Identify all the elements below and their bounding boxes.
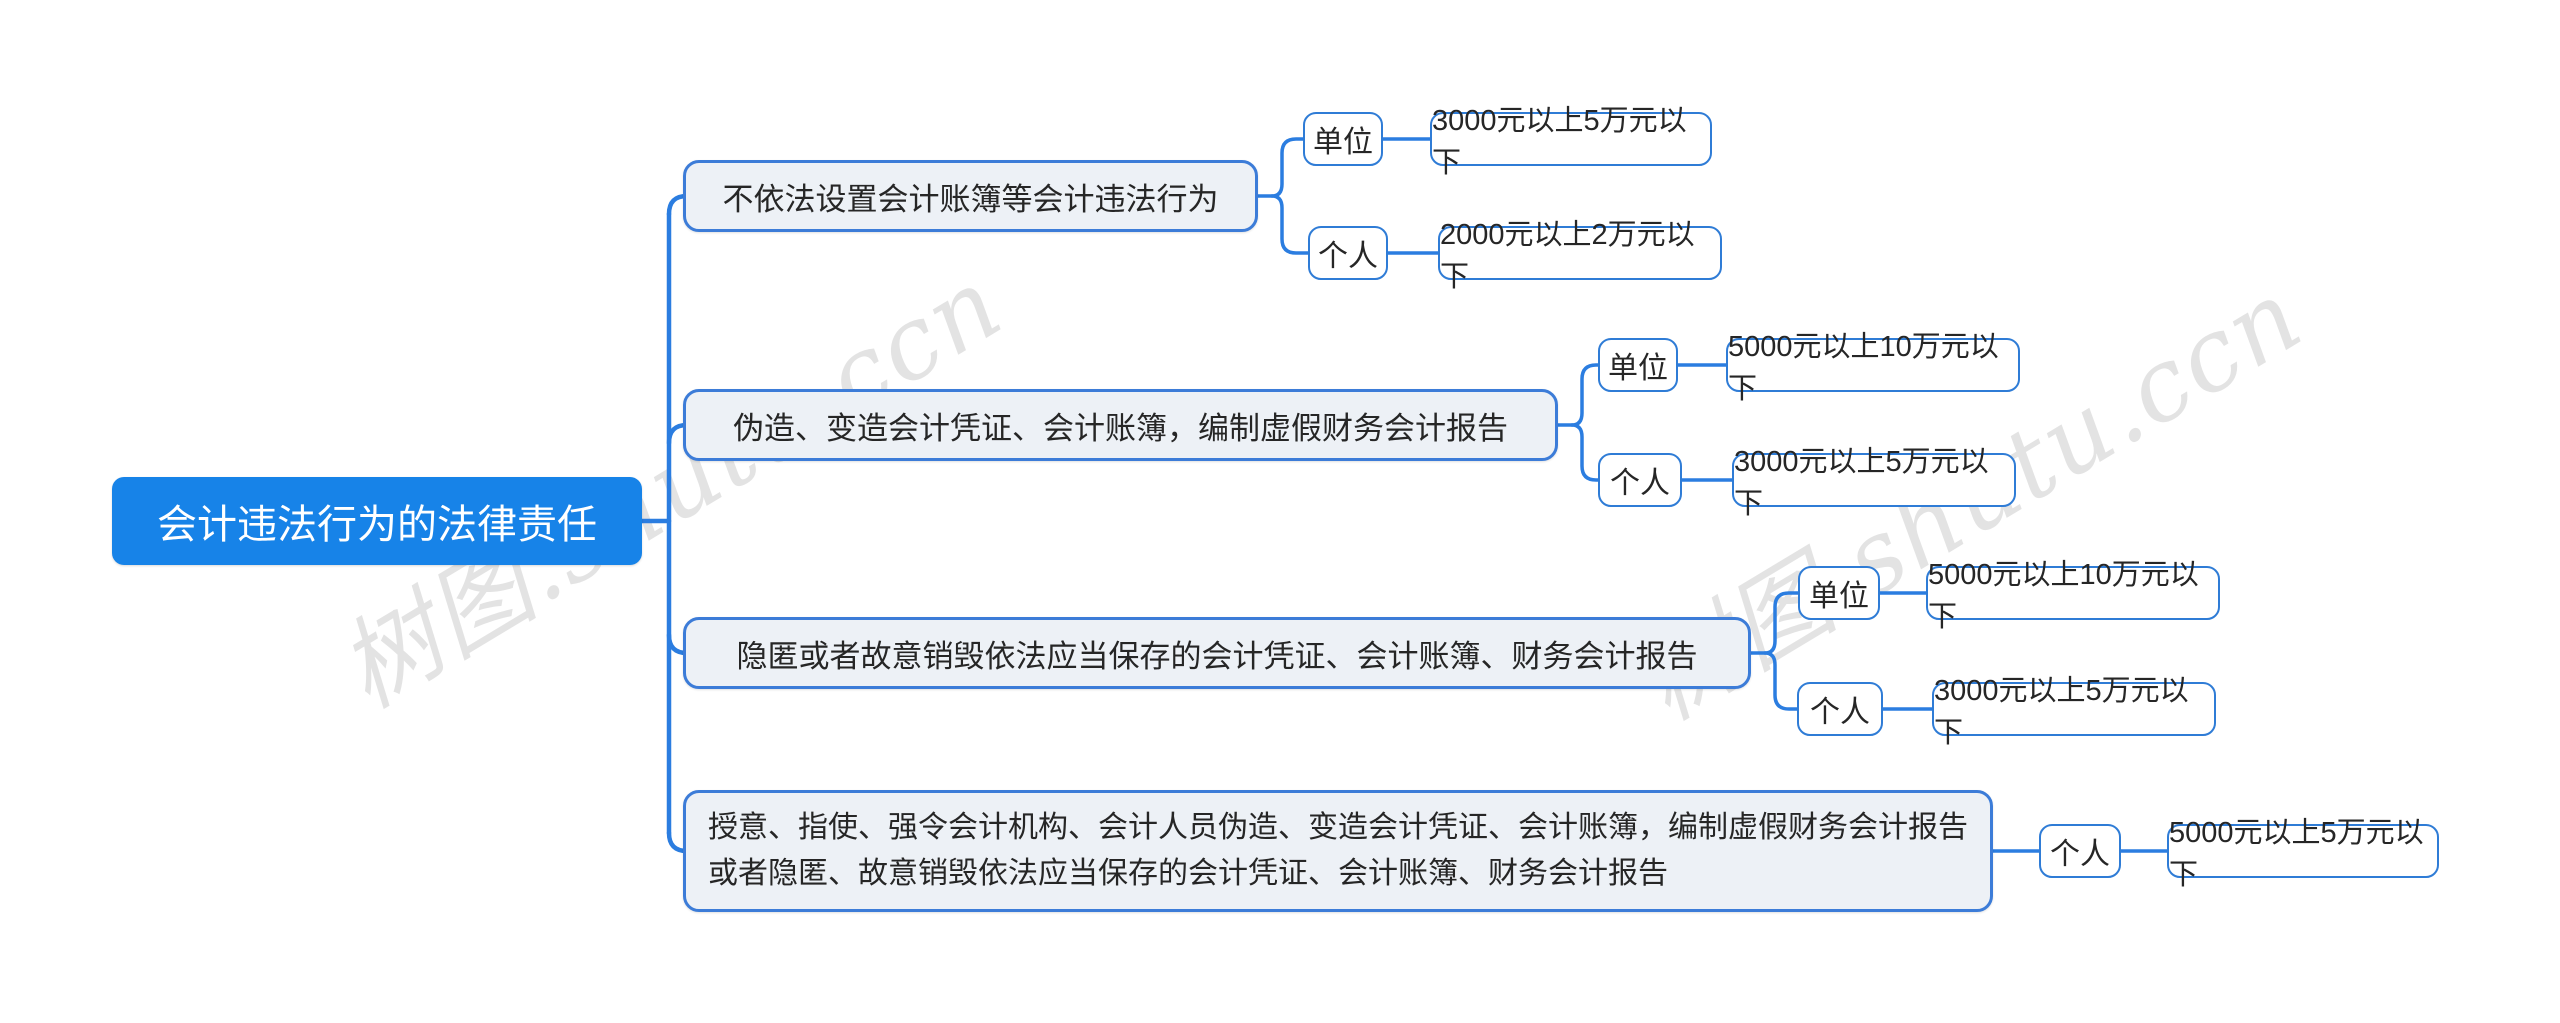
branch3-child1-line xyxy=(1749,591,1804,655)
branch1-subject-unit[interactable]: 单位 xyxy=(1303,112,1383,166)
branch3-subject-person[interactable]: 个人 xyxy=(1797,682,1883,736)
root-node[interactable]: 会计违法行为的法律责任 xyxy=(112,477,642,565)
branch1-penalty-unit[interactable]: 3000元以上5万元以下 xyxy=(1430,105,1712,179)
branch2-penalty-person[interactable]: 3000元以上5万元以下 xyxy=(1732,446,2016,520)
branch-node-4[interactable]: 授意、指使、强令会计机构、会计人员伪造、变造会计凭证、会计账簿，编制虚假财务会计… xyxy=(683,790,1993,912)
branch1-penalty-person[interactable]: 2000元以上2万元以下 xyxy=(1438,219,1722,293)
branch-node-1[interactable]: 不依法设置会计账簿等会计违法行为 xyxy=(683,160,1258,232)
branch3-subject-unit[interactable]: 单位 xyxy=(1798,566,1880,620)
branch2-subject-person[interactable]: 个人 xyxy=(1598,453,1682,507)
branch3-child2-line xyxy=(1763,651,1803,711)
branch3-penalty-unit[interactable]: 5000元以上10万元以下 xyxy=(1926,559,2220,633)
branch4-penalty-person[interactable]: 5000元以上5万元以下 xyxy=(2167,817,2439,891)
branch-node-3[interactable]: 隐匿或者故意销毁依法应当保存的会计凭证、会计账簿、财务会计报告 xyxy=(683,617,1751,689)
branch2-subject-unit[interactable]: 单位 xyxy=(1598,338,1678,392)
branch3-penalty-person[interactable]: 3000元以上5万元以下 xyxy=(1932,675,2216,749)
branch2-child1-line xyxy=(1556,363,1604,427)
branch1-subject-person[interactable]: 个人 xyxy=(1308,226,1388,280)
branch1-child1-line xyxy=(1254,137,1309,198)
branch2-penalty-unit[interactable]: 5000元以上10万元以下 xyxy=(1726,331,2020,405)
branch-node-2[interactable]: 伪造、变造会计凭证、会计账簿，编制虚假财务会计报告 xyxy=(683,389,1558,461)
branch1-child2-line xyxy=(1270,194,1314,255)
branch4-subject-person[interactable]: 个人 xyxy=(2039,824,2121,878)
branch2-child2-line xyxy=(1570,423,1604,482)
